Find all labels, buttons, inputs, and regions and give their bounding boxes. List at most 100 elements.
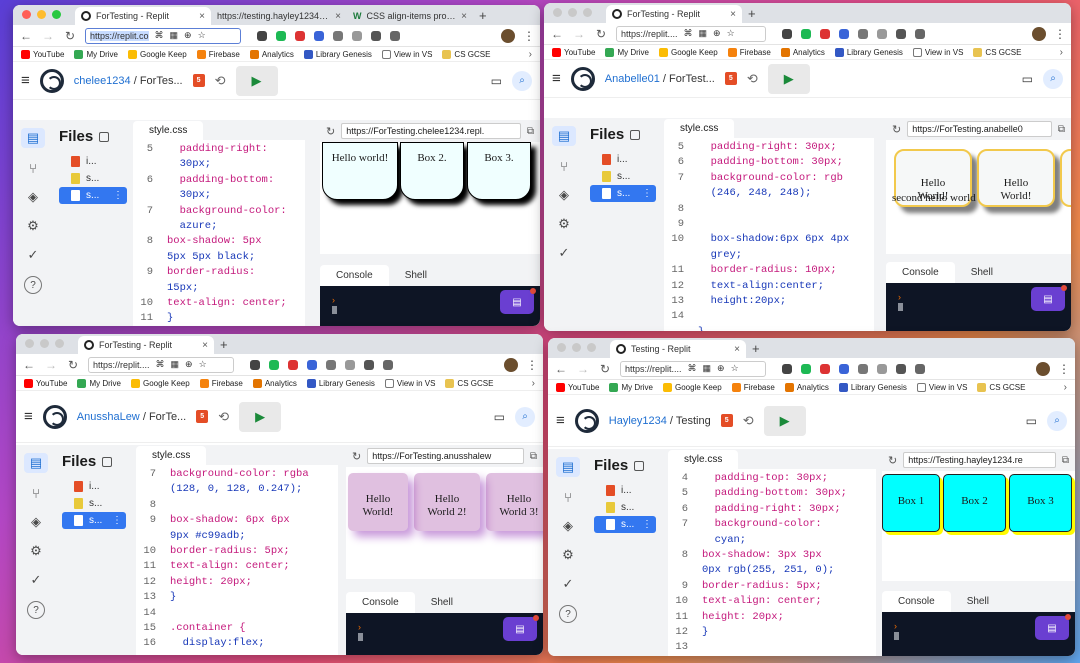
console-output[interactable]: ›▤ [320,286,540,326]
editor-tab[interactable]: style.css [133,121,204,140]
packages-icon[interactable]: ◈ [559,187,569,202]
forward-icon[interactable]: → [45,357,57,372]
forward-icon[interactable]: → [573,26,585,41]
reload-icon[interactable]: ↻ [892,123,902,136]
tab-console[interactable]: Console [886,262,955,283]
hamburger-icon[interactable]: ≡ [556,412,565,429]
code-line[interactable]: 6 padding-bottom: [133,173,305,188]
code-line[interactable]: 12} [668,625,876,640]
preview-url[interactable]: https://ForTesting.anabelle0 [907,121,1052,137]
url-field[interactable]: https://replit....⌘▦⊕☆ [616,25,766,42]
extension-icon[interactable] [877,28,887,39]
browser-tab[interactable]: https://testing.hayley1234.rep× [217,10,341,22]
user-link[interactable]: Anabelle01 [604,72,660,85]
zoom-icon[interactable]: ⊕ [713,28,721,38]
file-script-js[interactable]: s... [62,495,126,512]
code-line[interactable]: } [664,325,874,331]
settings-icon[interactable]: ⚙ [558,216,570,231]
window-controls[interactable] [22,10,61,19]
reload-icon[interactable]: ↻ [888,454,898,467]
git-icon[interactable]: ⑂ [564,490,572,505]
bookmark-youtube[interactable]: YouTube [556,382,599,392]
forward-icon[interactable]: → [577,361,589,376]
extension-icon[interactable] [858,363,868,374]
code-line[interactable]: 11 border-radius: 10px; [664,263,874,278]
search-icon[interactable]: ⌕ [1043,68,1063,89]
code-line[interactable]: 5 padding-right: 30px; [664,140,874,155]
console-output[interactable]: ›▤ [346,613,543,655]
bookmark-youtube[interactable]: YouTube [21,49,64,59]
chat-icon[interactable]: ▭ [490,73,502,88]
extension-icon[interactable] [801,28,811,39]
bookmark-libgen[interactable]: Library Genesis [306,378,375,388]
extension-icon[interactable] [858,28,868,39]
bookmark-analytics[interactable]: Analytics [252,378,297,388]
new-file-icon[interactable] [102,456,113,467]
check-icon[interactable]: ✓ [558,245,570,260]
bookmark-vs[interactable]: View in VS [916,382,967,392]
code-editor[interactable]: style.css 5 padding-right: 30px;6 paddin… [664,118,874,331]
bookmark-keep[interactable]: Google Keep [659,47,718,57]
code-line[interactable]: 16 display:flex; [136,636,338,651]
bookmark-vs[interactable]: View in VS [384,378,435,388]
more-icon[interactable]: ⋮ [112,515,122,526]
qr-icon[interactable]: ⌘ [155,359,165,369]
code-line[interactable]: 15.container { [136,621,338,636]
editor-tab[interactable]: style.css [664,119,735,138]
settings-icon[interactable]: ⚙ [30,543,42,558]
code-line[interactable]: cyan; [668,533,876,548]
extension-icon[interactable] [896,28,906,39]
extension-icon[interactable] [364,359,374,370]
tab-shell[interactable]: Shell [966,596,989,607]
profile-avatar[interactable] [501,28,515,43]
back-icon[interactable]: ← [20,28,32,43]
user-link[interactable]: AnusshaLew [76,410,140,423]
new-tab-button[interactable]: + [752,341,760,356]
code-line[interactable]: 13 [668,640,876,655]
code-line[interactable]: 5 padding-bottom: 30px; [668,486,876,501]
extension-icon[interactable] [257,30,267,41]
bookmark-star-icon[interactable]: ☆ [726,28,735,38]
code-lines[interactable]: 4 padding-top: 30px;5 padding-bottom: 30… [668,469,876,656]
chevron-right-icon[interactable]: › [528,48,532,60]
window-controls[interactable] [557,343,596,352]
chat-icon[interactable]: ▭ [493,409,505,424]
code-line[interactable]: 12 text-align:center; [664,279,874,294]
code-line[interactable]: 13 height:20px; [664,294,874,309]
code-line[interactable]: 7 background-color: [133,204,305,219]
bookmark-cs-gcse[interactable]: CS GCSE [445,378,493,388]
tab-console[interactable]: Console [882,591,951,612]
reload-icon[interactable]: ↻ [595,26,607,41]
code-line[interactable]: 10 box-shadow:6px 6px 4px [664,232,874,247]
git-icon[interactable]: ⑂ [29,161,37,176]
replit-logo-icon[interactable] [574,408,599,433]
hamburger-icon[interactable]: ≡ [552,70,561,87]
new-file-icon[interactable] [634,460,645,471]
extension-icon[interactable] [307,359,317,370]
extension-icon[interactable] [839,28,849,39]
files-icon[interactable]: ▤ [20,128,46,148]
bookmark-cs-gcse[interactable]: CS GCSE [977,382,1025,392]
check-icon[interactable]: ✓ [27,247,39,262]
user-link[interactable]: chelee1234 [73,74,131,87]
extension-icon[interactable] [288,359,298,370]
extension-icon[interactable] [782,363,792,374]
code-line[interactable]: 6 padding-bottom: 30px; [664,155,874,170]
bookmark-libgen[interactable]: Library Genesis [838,382,907,392]
code-line[interactable]: 7 background-color: rgb [664,171,874,186]
reload-icon[interactable]: ↻ [67,357,79,372]
bookmark-vs[interactable]: View in VS [381,49,432,59]
extension-icon[interactable] [269,359,279,370]
code-line[interactable]: 4 padding-top: 30px; [668,471,876,486]
browser-tab[interactable]: Testing - Replit× [610,340,746,358]
browser-tab[interactable]: ForTesting - Replit× [75,7,211,25]
run-button[interactable]: ▶ [767,63,810,94]
bookmark-vs[interactable]: View in VS [912,47,963,57]
bookmark-drive[interactable]: My Drive [605,47,649,57]
